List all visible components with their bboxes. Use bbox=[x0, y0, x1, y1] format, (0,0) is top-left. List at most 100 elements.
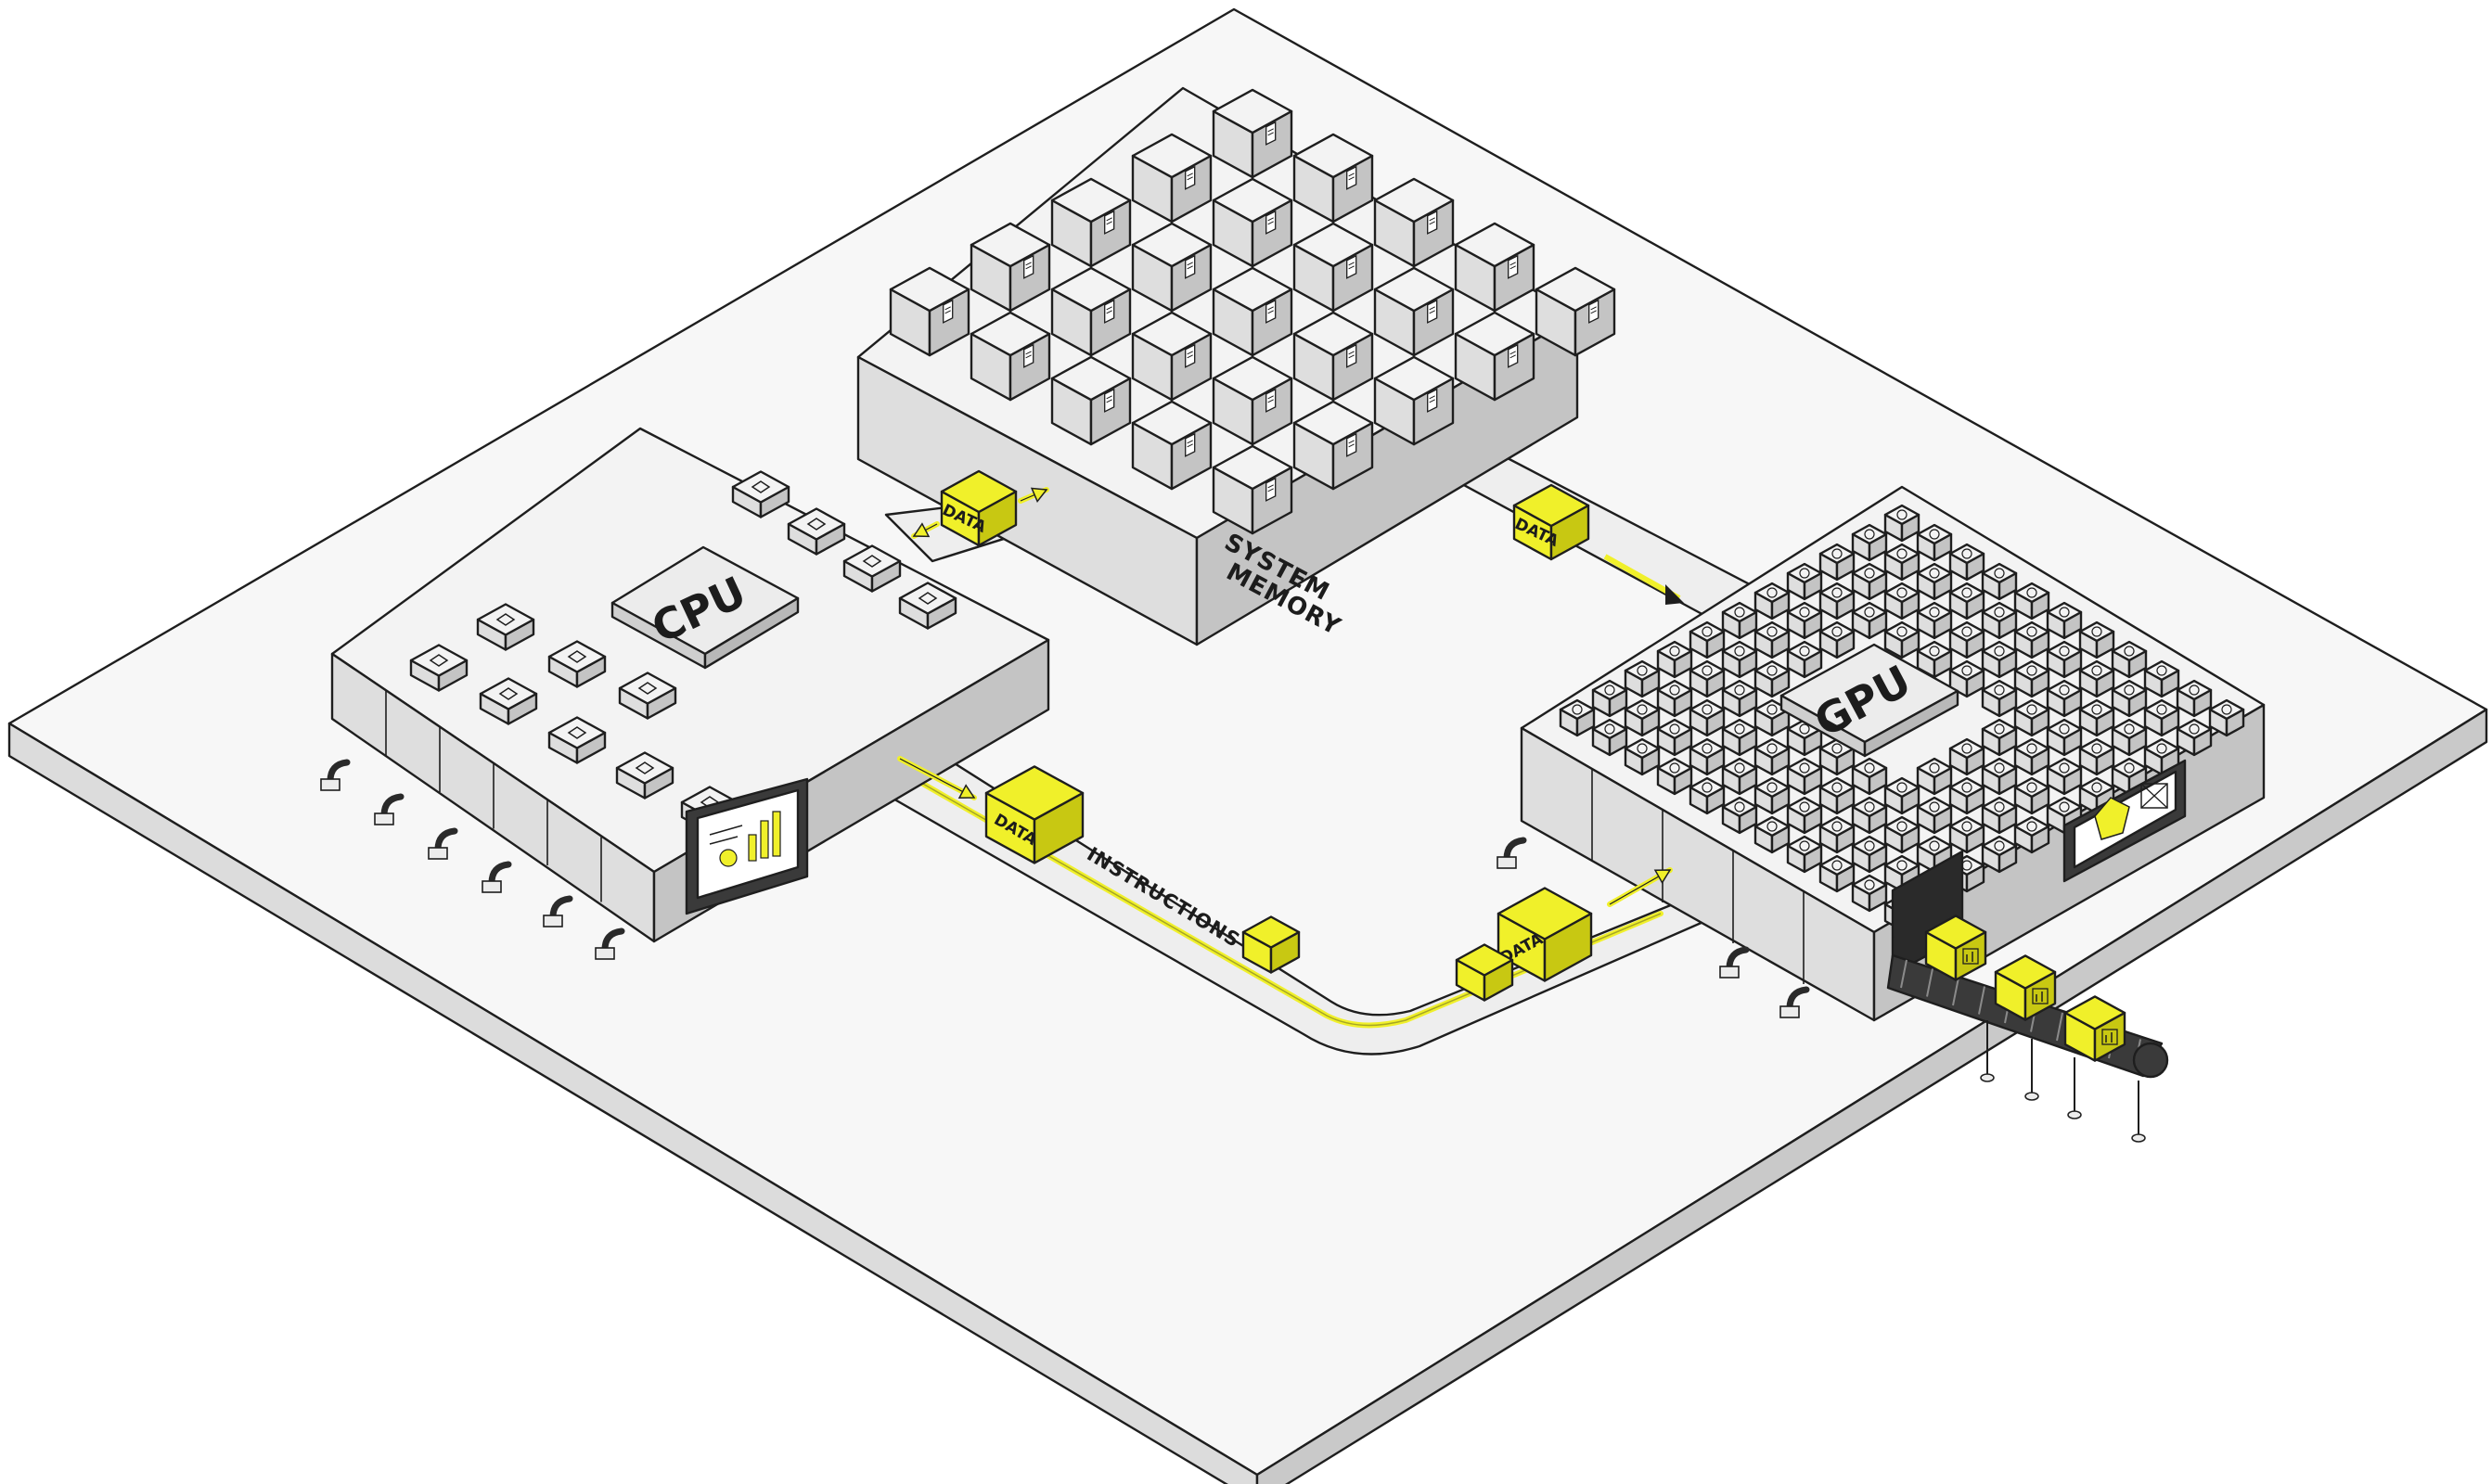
gear-icon bbox=[1831, 626, 1843, 637]
memory-block bbox=[1131, 400, 1213, 491]
memory-block bbox=[1050, 266, 1132, 357]
gpu-core bbox=[1753, 620, 1791, 659]
arrow-chip-icon bbox=[498, 687, 519, 700]
gpu-core bbox=[1981, 757, 2018, 796]
gpu-core bbox=[1721, 679, 1758, 718]
gpu-core bbox=[1916, 601, 1953, 640]
output-cube bbox=[2063, 995, 2126, 1062]
gear-icon bbox=[1864, 762, 1875, 774]
gpu-core bbox=[2078, 659, 2115, 698]
gear-icon bbox=[2059, 607, 2070, 618]
chart-box-icon bbox=[2101, 1029, 2118, 1045]
gear-icon bbox=[1896, 587, 1908, 598]
arrow-chip-icon bbox=[862, 555, 882, 568]
cpu-core bbox=[898, 582, 957, 630]
gpu-core bbox=[1786, 640, 1823, 679]
gear-icon bbox=[1961, 821, 1972, 832]
gear-icon bbox=[2189, 684, 2200, 696]
document-icon bbox=[1265, 477, 1277, 502]
cpu-core bbox=[476, 603, 535, 651]
memory-block bbox=[1292, 222, 1374, 313]
gpu-core bbox=[2176, 718, 2213, 757]
gear-icon bbox=[1702, 704, 1713, 715]
document-icon bbox=[1023, 343, 1034, 368]
document-icon bbox=[1023, 254, 1034, 279]
gpu-core bbox=[1624, 737, 1661, 776]
gpu-core bbox=[1591, 679, 1628, 718]
gear-icon bbox=[1929, 529, 1940, 540]
gpu-screen bbox=[2062, 759, 2187, 883]
cable-plug-icon bbox=[1779, 986, 1810, 1018]
gear-icon bbox=[1961, 626, 1972, 637]
document-packet bbox=[1455, 943, 1514, 1002]
arrow-to-gpu bbox=[1607, 867, 1673, 907]
gpu-core bbox=[1624, 698, 1661, 737]
gpu-core bbox=[1948, 737, 1985, 776]
gear-icon bbox=[1929, 801, 1940, 812]
gpu-core bbox=[1818, 620, 1856, 659]
gear-icon bbox=[1734, 723, 1745, 735]
cpu-connectors bbox=[320, 759, 625, 960]
arrow-chip-icon bbox=[635, 761, 655, 774]
gear-icon bbox=[1799, 840, 1810, 851]
gear-icon bbox=[1831, 821, 1843, 832]
memory-block bbox=[1212, 266, 1293, 357]
instruction-packet bbox=[1241, 915, 1301, 974]
gpu-core bbox=[1786, 835, 1823, 874]
gpu-core bbox=[1721, 796, 1758, 835]
gpu-core bbox=[2078, 620, 2115, 659]
arrow-cpu-to-bus bbox=[897, 756, 977, 800]
arrow-chip-icon bbox=[751, 480, 771, 493]
gear-icon bbox=[1702, 782, 1713, 793]
data-packet-instructions: DATA bbox=[984, 765, 1085, 864]
document-icon bbox=[1104, 299, 1115, 324]
gear-icon bbox=[1604, 684, 1615, 696]
gpu-core bbox=[2013, 698, 2050, 737]
gpu-core bbox=[1786, 562, 1823, 601]
gear-icon bbox=[1961, 548, 1972, 559]
memory-block bbox=[1373, 177, 1455, 268]
gear-icon bbox=[1896, 860, 1908, 871]
gpu-core bbox=[2013, 582, 2050, 620]
gear-icon bbox=[1669, 723, 1680, 735]
gear-icon bbox=[1669, 684, 1680, 696]
gear-icon bbox=[1994, 684, 2005, 696]
cable-plug-icon bbox=[1719, 946, 1750, 979]
gear-icon bbox=[1702, 743, 1713, 754]
document-icon bbox=[1346, 165, 1357, 190]
document-icon bbox=[1265, 121, 1277, 146]
gpu-core bbox=[1883, 582, 1920, 620]
output-cube bbox=[1924, 915, 1987, 981]
chart-box-icon bbox=[1962, 948, 1979, 965]
data-packet-cpu-memory: DATA bbox=[940, 469, 1018, 547]
gear-icon bbox=[1864, 568, 1875, 579]
gear-icon bbox=[1831, 860, 1843, 871]
gear-icon bbox=[1994, 840, 2005, 851]
gpu-core bbox=[2046, 601, 2083, 640]
gear-icon bbox=[2221, 704, 2232, 715]
cpu-chip: CPU bbox=[610, 545, 800, 670]
gear-icon bbox=[1994, 723, 2005, 735]
gear-icon bbox=[1766, 626, 1778, 637]
cpu-core bbox=[409, 644, 469, 692]
gpu-core bbox=[1916, 757, 1953, 796]
gpu-core bbox=[2013, 815, 2050, 854]
gear-icon bbox=[2156, 743, 2167, 754]
gpu-core bbox=[1851, 757, 1888, 796]
document-icon bbox=[943, 299, 954, 324]
gpu-core bbox=[1559, 698, 1596, 737]
gpu-core bbox=[1981, 601, 2018, 640]
gpu-core bbox=[1753, 737, 1791, 776]
gear-icon bbox=[1896, 509, 1908, 520]
gpu-core bbox=[1948, 620, 1985, 659]
arrow-to-memory bbox=[1018, 487, 1049, 504]
gpu-core bbox=[1851, 601, 1888, 640]
document-icon bbox=[1185, 165, 1196, 190]
memory-block bbox=[1050, 355, 1132, 446]
gpu-core bbox=[1916, 796, 1953, 835]
cable-plug-icon bbox=[482, 861, 512, 893]
gpu-core bbox=[1981, 679, 2018, 718]
gpu-core bbox=[2046, 718, 2083, 757]
memory-block-grid bbox=[889, 88, 1616, 535]
gear-icon bbox=[1604, 723, 1615, 735]
